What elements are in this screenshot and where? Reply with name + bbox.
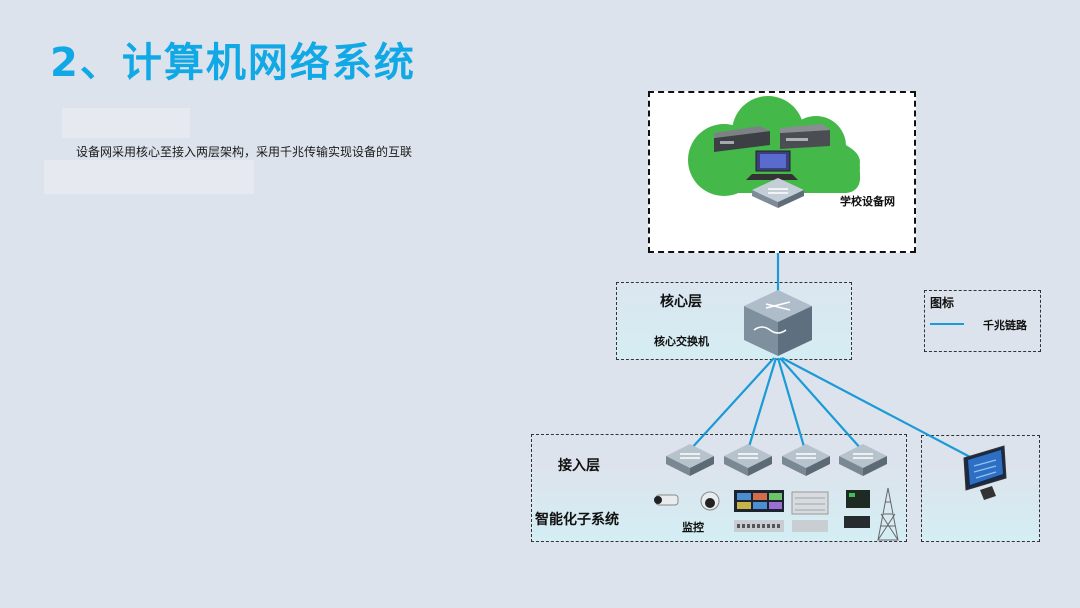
legend-title: 图标 xyxy=(930,296,955,310)
antenna-tower-icon xyxy=(877,487,899,541)
recorder-rack-icon xyxy=(791,491,829,532)
dome-camera-icon xyxy=(700,491,720,511)
page-title: 2、计算机网络系统 xyxy=(50,40,416,86)
cloud-label: 学校设备网 xyxy=(840,195,895,208)
access-switch-icon xyxy=(782,444,830,476)
legend-link-line xyxy=(930,323,964,325)
access-switch-icon xyxy=(666,444,714,476)
link-display xyxy=(781,357,973,459)
text-backdrop xyxy=(44,160,254,194)
link-access-2 xyxy=(746,357,778,451)
core-switch-label: 核心交换机 xyxy=(654,335,709,348)
core-layer-box xyxy=(616,282,852,360)
access-layer-label: 接入层 xyxy=(558,458,600,474)
legend-box xyxy=(924,290,1041,352)
text-backdrop xyxy=(62,108,190,138)
monitor-label: 监控 xyxy=(682,521,704,534)
description-text: 设备网采用核心至接入两层架构，采用千兆传输实现设备的互联 xyxy=(76,145,413,159)
display-monitor-icon xyxy=(963,445,1007,500)
server-icon xyxy=(714,126,770,152)
subsystem-label: 智能化子系统 xyxy=(535,512,619,528)
link-access-3 xyxy=(776,357,807,451)
core-switch-icon xyxy=(744,290,812,356)
core-layer-label: 核心层 xyxy=(660,294,702,310)
video-wall-icon xyxy=(734,490,784,532)
server-icon xyxy=(780,124,830,149)
access-switch-icon xyxy=(724,444,772,476)
access-switch-icon xyxy=(839,444,887,476)
workstation-icon xyxy=(746,150,798,180)
gigabit-links xyxy=(689,253,973,459)
link-access-1 xyxy=(689,357,775,451)
switch-icon xyxy=(752,178,804,208)
controller-icon xyxy=(844,490,870,528)
bullet-camera-icon xyxy=(654,494,679,506)
link-access-4 xyxy=(779,357,863,451)
legend-item-label: 千兆链路 xyxy=(983,319,1027,332)
